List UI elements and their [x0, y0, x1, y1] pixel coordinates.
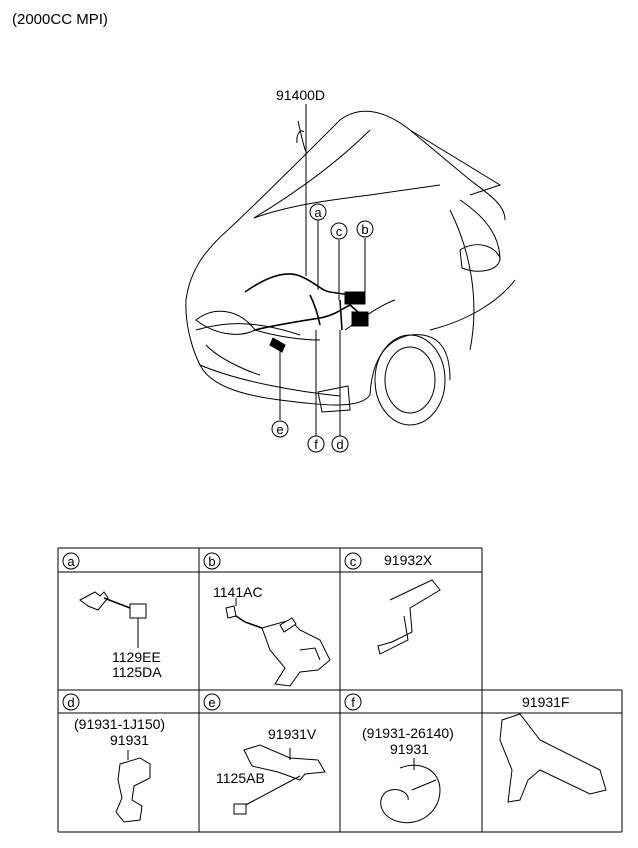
clip-illustration-d	[115, 750, 151, 823]
callout-a: a	[314, 205, 322, 220]
cell-letter-f: f	[351, 695, 355, 710]
cell-letter-c: c	[349, 554, 357, 569]
cell-letter-e: e	[208, 695, 216, 710]
hood-outline	[185, 110, 506, 301]
front-bumper-outline	[185, 299, 371, 406]
callout-circle-d	[331, 435, 349, 453]
part-number-1125da: 1125DA	[112, 664, 162, 680]
front-wheel	[374, 334, 446, 426]
relay-box	[344, 291, 366, 305]
part-number-91931f: 91931F	[522, 694, 570, 710]
part-number-91932x: 91932X	[384, 552, 433, 568]
part-number-91931v: 91931V	[268, 726, 317, 742]
callout-circle-e	[271, 420, 289, 438]
part-number-91931-26140: (91931-26140)	[362, 725, 454, 741]
callout-b: b	[361, 222, 369, 237]
part-number-1125ab: 1125AB	[216, 770, 265, 786]
callout-circle-f	[307, 435, 325, 453]
callout-circle-a	[309, 203, 327, 221]
part-number-91931-1j150: (91931-1J150)	[74, 716, 166, 732]
callout-f: f	[314, 437, 318, 452]
cell-letter-b: b	[208, 554, 216, 569]
bracket-illustration-b	[225, 598, 331, 687]
engine-label: (2000CC MPI)	[12, 11, 108, 28]
cell-letter-a: a	[67, 554, 75, 569]
bolt-illustration-a	[79, 591, 147, 648]
callout-d: d	[336, 437, 344, 452]
side-mirror	[459, 244, 501, 272]
clamp-illustration-f	[380, 758, 441, 824]
cell-letter-d: d	[67, 695, 75, 710]
callout-c: c	[335, 224, 343, 239]
harness-main	[244, 273, 351, 296]
bracket-illustration-c	[377, 579, 441, 655]
part-number-91931-f: 91931	[390, 741, 429, 757]
bracket-illustration-e	[233, 744, 326, 815]
part-number-91931-d: 91931	[110, 732, 149, 748]
part-number-1141ac: 1141AC	[213, 584, 263, 600]
headlamp	[195, 310, 256, 335]
callout-circle-b	[356, 220, 374, 238]
part-number-91400d: 91400D	[276, 87, 326, 103]
callout-circle-c	[330, 222, 348, 240]
parts-table-grid	[57, 547, 623, 833]
callout-e: e	[276, 422, 284, 437]
bracket-illustration-91931f	[499, 713, 607, 803]
fog-lamp	[317, 385, 351, 413]
part-number-1129ee: 1129EE	[112, 649, 161, 665]
